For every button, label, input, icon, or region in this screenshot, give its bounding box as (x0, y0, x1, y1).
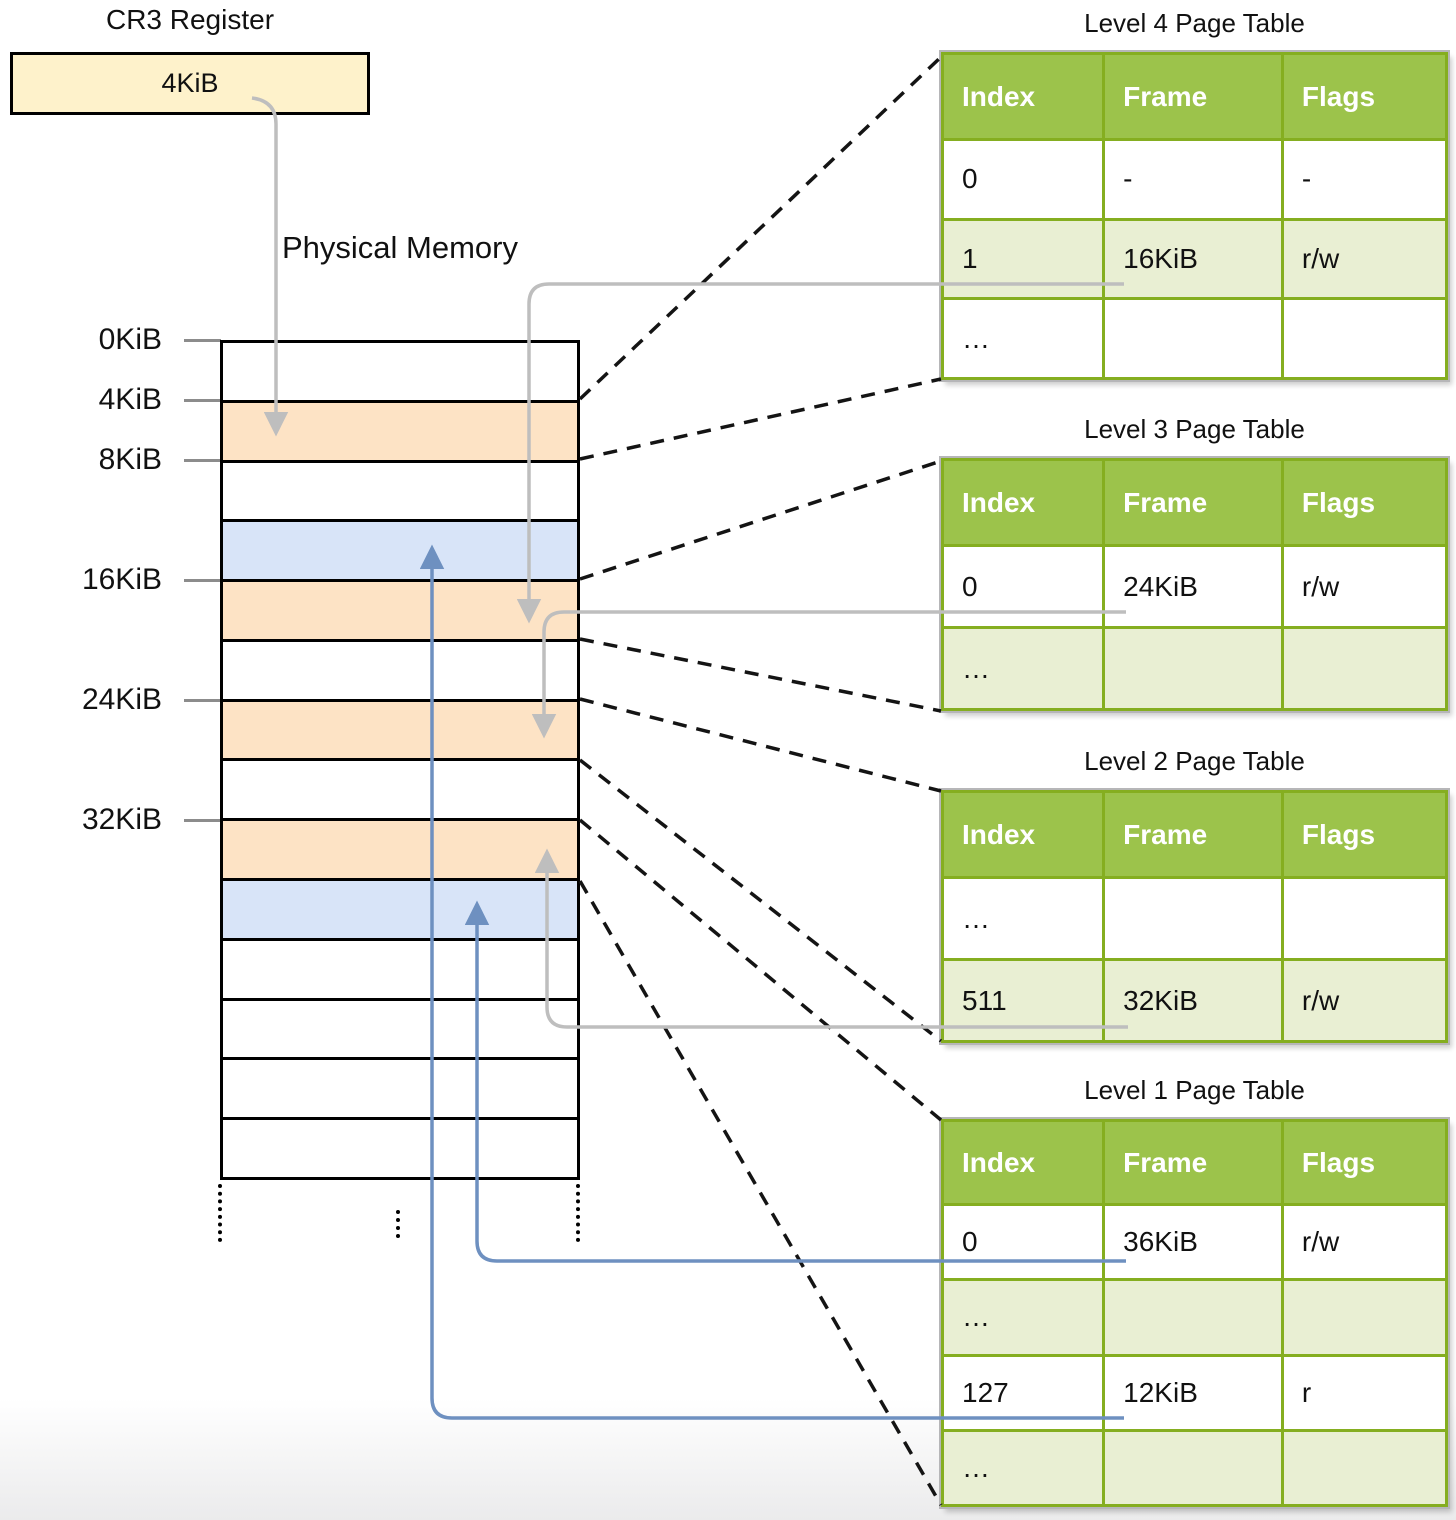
table-cell-frame (1105, 300, 1281, 377)
column-header-frame: Frame (1105, 461, 1281, 544)
address-tick (184, 579, 221, 582)
column-header-flags: Flags (1283, 793, 1445, 876)
address-tick (184, 459, 221, 462)
table-cell-flags: r/w (1283, 961, 1445, 1040)
address-label: 32KiB (81, 803, 162, 836)
memory-row-white (223, 940, 577, 1001)
table-cell-frame: 24KiB (1105, 547, 1281, 626)
dashed-link-frame24-to-level2-top (579, 697, 942, 793)
memory-row-white (223, 462, 577, 523)
column-header-index: Index (944, 55, 1103, 138)
column-header-frame: Frame (1105, 55, 1281, 138)
dashed-link-frame16-to-level3-bottom (579, 637, 942, 713)
address-label: 0KiB (98, 323, 162, 356)
memory-row-white (223, 641, 577, 702)
table-cell-index: 127 (944, 1356, 1103, 1429)
memory-row-white (223, 1060, 577, 1121)
memory-row-white (223, 761, 577, 822)
dashed-link-frame32-to-level1-top (578, 818, 943, 1122)
column-header-flags: Flags (1283, 1122, 1445, 1203)
address-tick (184, 339, 221, 342)
address-tick (184, 819, 221, 822)
physical-memory-label: Physical Memory (282, 230, 518, 265)
column-header-index: Index (944, 793, 1103, 876)
table-cell-index: 511 (944, 961, 1103, 1040)
table-cell-flags (1283, 300, 1445, 377)
address-label: 4KiB (98, 383, 162, 416)
column-header-frame: Frame (1105, 793, 1281, 876)
table-cell-flags (1283, 879, 1445, 958)
column-header-flags: Flags (1283, 461, 1445, 544)
table-cell-flags: r/w (1283, 547, 1445, 626)
table-cell-index: 0 (944, 141, 1103, 218)
column-header-frame: Frame (1105, 1122, 1281, 1203)
memory-row-blue (223, 522, 577, 583)
dashed-link-frame32-to-level1-bottom (578, 880, 943, 1506)
memory-row-orange (223, 582, 577, 642)
table-cell-index: … (944, 1281, 1103, 1354)
continuation-dots-left (218, 1184, 222, 1242)
continuation-dots-middle (396, 1210, 400, 1238)
table-cell-index: 1 (944, 220, 1103, 298)
table-cell-index: … (944, 879, 1103, 958)
cr3-register-value: 4KiB (161, 68, 219, 98)
table-cell-frame (1105, 1281, 1281, 1354)
memory-row-orange (223, 821, 577, 882)
column-header-index: Index (944, 461, 1103, 544)
memory-row-white (223, 1000, 577, 1061)
memory-row-white (223, 343, 577, 403)
address-label: 24KiB (81, 683, 162, 716)
memory-column (220, 340, 580, 1180)
table-cell-flags (1283, 629, 1445, 708)
table-cell-flags (1283, 1431, 1445, 1504)
table-cell-frame (1105, 879, 1281, 958)
dashed-link-frame4-to-level4-top (578, 55, 943, 401)
continuation-dots-right (576, 1184, 580, 1242)
table-cell-frame: 32KiB (1105, 961, 1281, 1040)
column-header-index: Index (944, 1122, 1103, 1203)
address-label: 8KiB (98, 443, 162, 476)
table-cell-index: 0 (944, 1206, 1103, 1279)
dashed-link-frame24-to-level2-bottom (578, 758, 943, 1043)
table-cell-frame: 36KiB (1105, 1206, 1281, 1279)
address-tick (184, 699, 221, 702)
dashed-link-frame16-to-level3-top (579, 459, 942, 581)
table-cell-index: … (944, 629, 1103, 708)
memory-row-orange (223, 701, 577, 762)
memory-row-white (223, 1120, 577, 1177)
table-cell-index: … (944, 1431, 1103, 1504)
page-table-title: Level 2 Page Table (1084, 746, 1305, 776)
memory-row-orange (223, 402, 577, 463)
table-cell-frame (1105, 1431, 1281, 1504)
table-cell-frame (1105, 629, 1281, 708)
cr3-register-box: 4KiB (10, 52, 370, 115)
cr3-register-label: CR3 Register (105, 4, 275, 35)
address-tick (184, 399, 221, 402)
column-header-flags: Flags (1283, 55, 1445, 138)
table-cell-flags (1283, 1281, 1445, 1354)
table-cell-flags: r (1283, 1356, 1445, 1429)
table-cell-frame: - (1105, 141, 1281, 218)
table-cell-frame: 16KiB (1105, 220, 1281, 298)
table-cell-index: … (944, 300, 1103, 377)
memory-row-blue (223, 881, 577, 941)
table-cell-flags: r/w (1283, 220, 1445, 298)
page-table-title: Level 3 Page Table (1084, 414, 1305, 444)
table-cell-flags: r/w (1283, 1206, 1445, 1279)
table-cell-flags: - (1283, 141, 1445, 218)
dashed-link-frame4-to-level4-bottom (579, 377, 942, 461)
page-table-title: Level 1 Page Table (1084, 1075, 1305, 1105)
table-cell-frame: 12KiB (1105, 1356, 1281, 1429)
address-label: 16KiB (81, 563, 162, 596)
page-table-title: Level 4 Page Table (1084, 8, 1305, 38)
table-cell-index: 0 (944, 547, 1103, 626)
